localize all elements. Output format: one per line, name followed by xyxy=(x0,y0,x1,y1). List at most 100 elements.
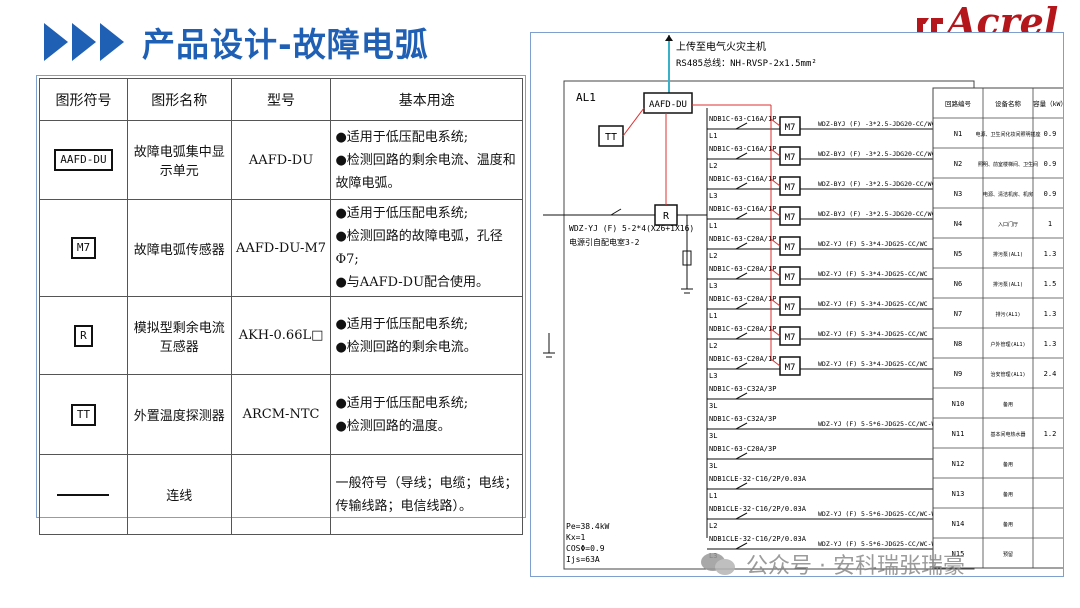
breaker-label: NDB1C-63-C16A/1P xyxy=(709,175,776,183)
circuit-id: N1 xyxy=(954,130,962,138)
breaker-label: NDB1C-63-C20A/3P xyxy=(709,445,776,453)
breaker-label: NDB1C-63-C16A/1P xyxy=(709,145,776,153)
model-cell: AKH-0.66L□ xyxy=(230,296,332,375)
chevron-icon xyxy=(100,23,124,61)
table-row: AAFD-DU 故障电弧集中显示单元 AAFD-DU ●适用于低压配电系统; ●… xyxy=(39,120,523,200)
name-cell: 故障电弧集中显示单元 xyxy=(126,120,232,200)
cable-label: WDZ-YJ (F) 5-5*6-JDG25-CC/WC-WR xyxy=(818,540,939,548)
phase-label: L2 xyxy=(709,522,717,530)
table-row: 连线 一般符号（导线；电缆；电线；传输线路；电信线路）。 xyxy=(39,454,523,535)
sensor-wire xyxy=(770,238,781,247)
use-line: ●检测回路的剩余电流。 xyxy=(335,339,477,355)
cable-label: WDZ-BYJ (F) -3*2.5-JDG20-CC/WC xyxy=(818,210,935,218)
circuit-id: N9 xyxy=(954,370,962,378)
table-row: R 模拟型剩余电流互感器 AKH-0.66L□ ●适用于低压配电系统; ●检测回… xyxy=(39,296,523,375)
phase-label: L1 xyxy=(709,312,717,320)
logo-mark-icon xyxy=(917,18,943,36)
name-cell: 外置温度探测器 xyxy=(126,374,232,455)
circuit-id: N15 xyxy=(952,550,965,558)
sensor-wire xyxy=(770,178,781,187)
symbol-table-panel: 图形符号 图形名称 型号 基本用途 AAFD-DU 故障电弧集中显示单元 AAF… xyxy=(36,75,526,535)
model-cell xyxy=(230,454,332,535)
m7-label: M7 xyxy=(785,303,796,313)
m7-label: M7 xyxy=(785,123,796,133)
aafd-du-label: AAFD-DU xyxy=(649,100,687,110)
param-text: COSΦ=0.9 xyxy=(566,544,605,553)
sensor-wire xyxy=(770,298,781,307)
use-line: ●适用于低压配电系统; xyxy=(335,395,469,411)
name-cell: 连线 xyxy=(126,454,232,535)
device-name: 户外管理(AL1) xyxy=(990,341,1025,348)
device-name: 入口门厅 xyxy=(998,221,1018,228)
circuit-id: N14 xyxy=(952,520,965,528)
device-name: 基本间电热水器 xyxy=(990,431,1025,438)
circuit-id: N5 xyxy=(954,250,962,258)
watermark-text: 公众号 · 安科瑞张瑞豪 xyxy=(746,554,965,579)
phase-label: L1 xyxy=(709,132,717,140)
chevron-icon xyxy=(44,23,68,61)
cable-label: WDZ-BYJ (F) -3*2.5-JDG20-CC/WC xyxy=(818,180,935,188)
name-cell: 故障电弧传感器 xyxy=(126,199,232,297)
tt-symbol: TT xyxy=(70,403,97,426)
r-label: R xyxy=(663,211,670,222)
capacity: 0.9 xyxy=(1044,130,1057,138)
capacity: 1 xyxy=(1048,220,1052,228)
use-cell: 一般符号（导线；电缆；电线；传输线路；电信线路）。 xyxy=(330,454,523,535)
load-header: 设备名称 xyxy=(995,99,1022,108)
cable-label: WDZ-YJ (F) 5-3*4-JDG25-CC/WC xyxy=(818,240,928,248)
cable-label: WDZ-YJ (F) 5-5*6-JDG25-CC/WC-WR xyxy=(818,420,939,428)
breaker-switch xyxy=(735,542,748,550)
circuit-id: N13 xyxy=(952,490,965,498)
bus-label: RS485总线：NH-RVSP-2x1.5mm² xyxy=(676,57,817,69)
phase-label: L3 xyxy=(709,192,717,200)
device-name: 照明、前室楼梯间、卫生间 xyxy=(978,161,1038,168)
header-use: 基本用途 xyxy=(330,78,523,121)
logo-text: Acrel xyxy=(947,4,1059,36)
incoming-cable-label: WDZ-YJ (F) 5-2*4(X26+1X16) xyxy=(569,224,694,233)
phase-label: L2 xyxy=(709,342,717,350)
cable-label: WDZ-YJ (F) 5-3*4-JDG25-CC/WC xyxy=(818,360,928,368)
symbol-cell: M7 xyxy=(39,199,128,297)
symbol-table: 图形符号 图形名称 型号 基本用途 AAFD-DU 故障电弧集中显示单元 AAF… xyxy=(39,78,523,535)
breaker-switch xyxy=(735,212,748,220)
main-switch xyxy=(610,208,622,216)
circuit-id: N4 xyxy=(954,220,962,228)
use-line: ●适用于低压配电系统; xyxy=(335,206,469,221)
chevron-icon xyxy=(72,23,96,61)
cable-label: WDZ-BYJ (F) -3*2.5-JDG20-CC/WC xyxy=(818,120,935,128)
acrel-logo: Acrel xyxy=(915,4,1065,36)
breaker-label: NDB1CLE-32-C16/2P/0.03A xyxy=(709,535,807,543)
symbol-cell: AAFD-DU xyxy=(39,120,128,200)
line-symbol xyxy=(57,493,110,496)
capacity: 2.4 xyxy=(1044,370,1057,378)
capacity: 0.9 xyxy=(1044,160,1057,168)
circuit-id: N10 xyxy=(952,400,965,408)
device-name: 排污泵(AL1) xyxy=(993,251,1023,258)
use-line: ●检测回路的温度。 xyxy=(335,418,451,434)
breaker-switch xyxy=(735,272,748,280)
phase-label: 3L xyxy=(709,402,717,410)
m7-label: M7 xyxy=(785,273,796,283)
breaker-label: NDB1C-63-C16A/1P xyxy=(709,115,776,123)
phase-label: 3L xyxy=(709,432,717,440)
device-name: 治安管理(AL1) xyxy=(990,371,1025,378)
device-name: 备用 xyxy=(1003,491,1013,498)
sensor-wire xyxy=(770,148,781,157)
model-cell: AAFD-DU xyxy=(230,120,332,200)
param-text: Ijs=63A xyxy=(566,555,600,564)
cable-label: WDZ-YJ (F) 5-3*4-JDG25-CC/WC xyxy=(818,300,928,308)
symbol-cell: TT xyxy=(39,374,128,455)
upload-label: 上传至电气火灾主机 xyxy=(676,40,766,53)
breaker-label: NDB1C-63-C20A/1P xyxy=(709,295,776,303)
use-line: ●检测回路的故障电弧，孔径Φ7; xyxy=(335,229,503,267)
name-cell: 模拟型剩余电流互感器 xyxy=(126,296,232,375)
cable-label: WDZ-YJ (F) 5-3*4-JDG25-CC/WC xyxy=(818,270,928,278)
r-symbol: R xyxy=(74,324,93,347)
header-symbol: 图形符号 xyxy=(39,78,128,121)
load-header: 容量（kW） xyxy=(1033,99,1063,108)
tt-wire xyxy=(622,107,645,137)
cable-label: WDZ-YJ (F) 5-5*6-JDG25-CC/WC-WR xyxy=(818,510,939,518)
device-name: 排污泵(AL1) xyxy=(993,281,1023,288)
breaker-label: NDB1CLE-32-C16/2P/0.03A xyxy=(709,505,807,513)
